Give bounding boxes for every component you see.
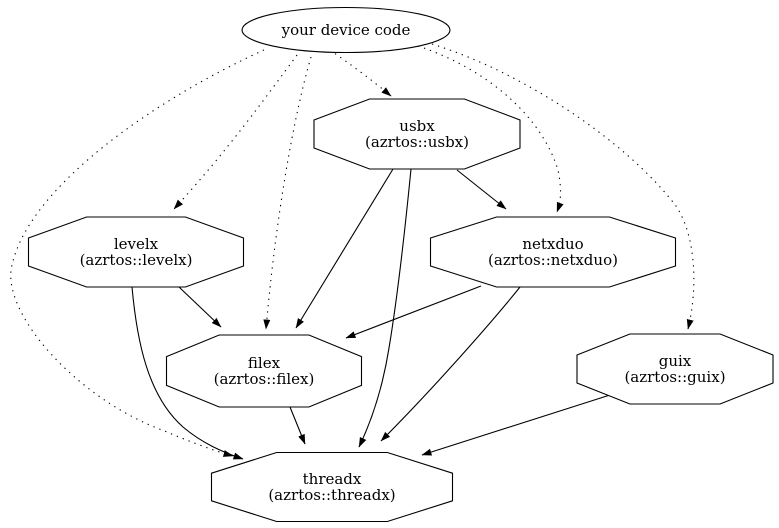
node-threadx-shape (210, 451, 454, 523)
edge-usbx-filex (295, 168, 394, 329)
node-usbx-label-1: (azrtos::usbx) (365, 133, 469, 151)
node-netxduo-label-1: (azrtos::netxduo) (488, 251, 618, 269)
node-guix-label-0: guix (659, 352, 692, 370)
node-filex-shape (165, 334, 363, 408)
node-guix-label-1: (azrtos::guix) (624, 368, 725, 386)
node-netxduo-shape (429, 216, 677, 288)
edge-guix-threadx (421, 394, 611, 456)
node-guix-shape (576, 333, 774, 405)
node-device-shape (241, 6, 451, 54)
node-levelx-label-1: (azrtos::levelx) (80, 251, 193, 269)
edge-netxduo-threadx (380, 286, 521, 442)
edge-levelx-threadx (131, 286, 244, 460)
edge-filex-threadx (289, 406, 306, 445)
node-levelx-label-0: levelx (114, 235, 159, 253)
edge-usbx-netxduo (456, 169, 507, 210)
edge-levelx-filex (178, 286, 222, 328)
node-guix: guix(azrtos::guix) (576, 333, 774, 405)
node-threadx-label-1: (azrtos::threadx) (268, 486, 395, 504)
node-filex: filex(azrtos::filex) (165, 334, 363, 408)
node-levelx-shape (27, 216, 245, 288)
edge-device-netxduo (417, 45, 564, 213)
node-levelx: levelx(azrtos::levelx) (27, 216, 245, 288)
node-netxduo-label-0: netxduo (522, 235, 583, 253)
edge-device-usbx (329, 49, 392, 97)
node-filex-label-0: filex (248, 354, 281, 372)
edge-device-levelx (173, 54, 298, 210)
node-device-label-0: your device code (281, 21, 411, 39)
node-usbx-shape (313, 98, 521, 170)
node-threadx: threadx(azrtos::threadx) (210, 451, 454, 523)
node-threadx-label-0: threadx (303, 470, 362, 488)
edge-usbx-threadx (358, 168, 412, 448)
node-usbx-label-0: usbx (399, 117, 435, 135)
edge-device-guix (431, 43, 695, 330)
node-filex-label-1: (azrtos::filex) (214, 370, 315, 388)
edge-netxduo-filex (345, 285, 482, 339)
node-netxduo: netxduo(azrtos::netxduo) (429, 216, 677, 288)
node-usbx: usbx(azrtos::usbx) (313, 98, 521, 170)
node-device: your device code (241, 6, 451, 54)
